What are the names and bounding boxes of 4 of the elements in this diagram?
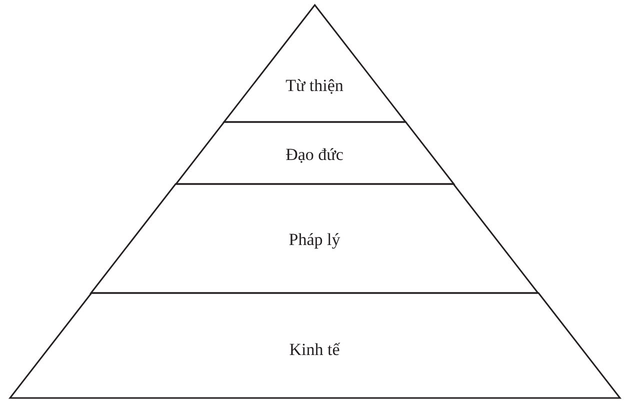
layer-label: Từ thiện xyxy=(286,76,344,96)
layer-label: Pháp lý xyxy=(288,230,340,250)
layer-label: Đạo đức xyxy=(286,145,344,165)
layer-label: Kinh tế xyxy=(289,340,340,360)
